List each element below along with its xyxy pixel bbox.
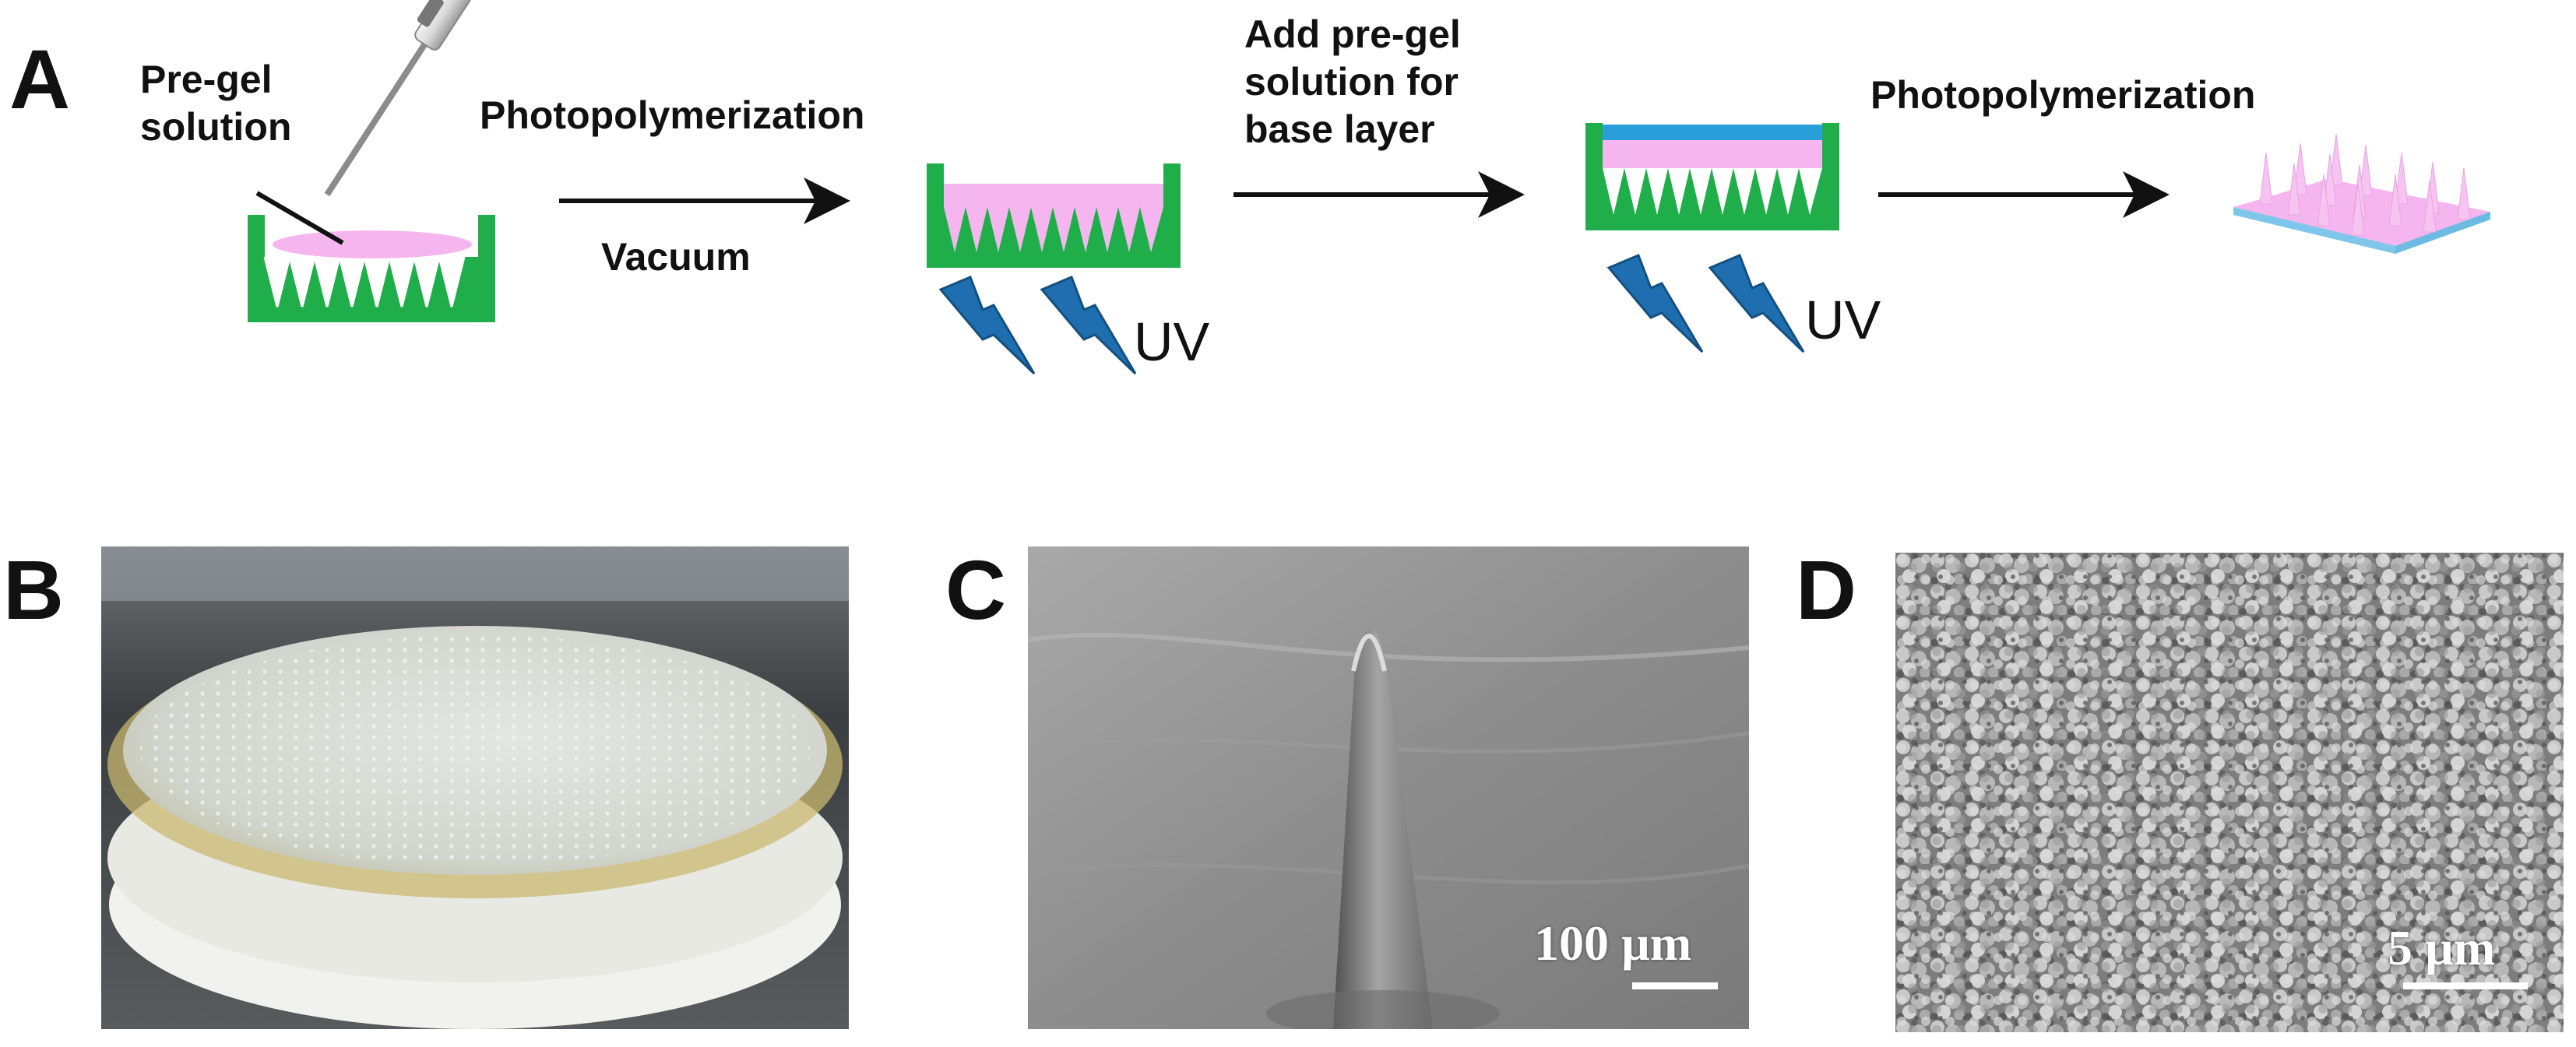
pregel-label-line1: Pre-gel bbox=[140, 58, 273, 101]
pregel-label: Pre-gel solution bbox=[140, 56, 291, 151]
step2-label-line2: solution for bbox=[1244, 60, 1459, 104]
sem-porous-surface bbox=[1895, 553, 2564, 1032]
panel-letter-d: D bbox=[1796, 543, 1856, 637]
panel-letter-a: A bbox=[9, 32, 70, 126]
step1-bottom-label: Vacuum bbox=[601, 235, 751, 279]
pregel-label-line2: solution bbox=[140, 105, 292, 149]
uv-label-1: UV bbox=[1134, 311, 1210, 372]
scale-bar-d-label: 5 µm bbox=[2388, 920, 2496, 975]
mold-filled bbox=[927, 163, 1181, 268]
photo-microneedle-patch bbox=[101, 546, 849, 1029]
scale-bar-c bbox=[1632, 982, 1718, 989]
uv-label-2: UV bbox=[1805, 290, 1881, 350]
scale-bar-d bbox=[2403, 982, 2528, 989]
microneedle-patch bbox=[2233, 133, 2490, 254]
sem-single-needle bbox=[1028, 546, 1749, 1029]
step2-label-line3: base layer bbox=[1244, 107, 1435, 151]
step1-top-label: Photopolymerization bbox=[480, 93, 865, 137]
panel-letter-c: C bbox=[945, 543, 1006, 637]
step2-label: Add pre-gel solution for base layer bbox=[1244, 11, 1461, 153]
panel-letter-b: B bbox=[3, 543, 64, 637]
mold-with-pregel bbox=[248, 191, 495, 322]
uv-bolt-icon bbox=[938, 276, 1137, 375]
uv-bolt-icon bbox=[1606, 254, 1805, 353]
mold-with-base-layer bbox=[1585, 123, 1839, 230]
step3-top-label: Photopolymerization bbox=[1870, 73, 2256, 117]
scale-bar-c-label: 100 µm bbox=[1534, 915, 1692, 971]
pipette-icon bbox=[324, 0, 537, 197]
fabrication-schematic bbox=[248, 0, 2490, 375]
step2-label-line1: Add pre-gel bbox=[1244, 12, 1461, 56]
pregel-pointer-line bbox=[255, 191, 344, 245]
